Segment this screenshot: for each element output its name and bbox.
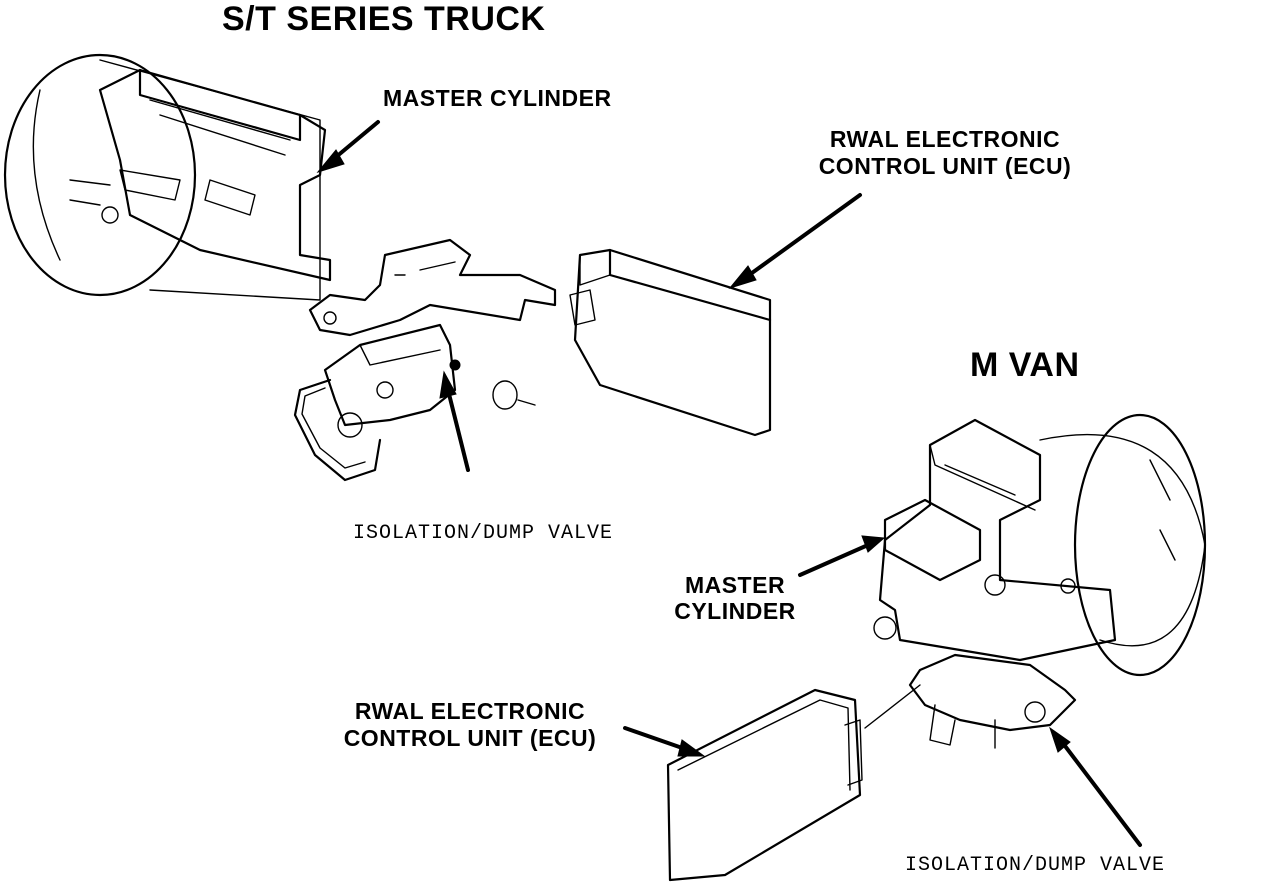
st-ecu-label-line1: RWAL ELECTRONIC [829, 126, 1061, 152]
mvan-ecu [666, 688, 863, 882]
mvan-title: M VAN [970, 346, 1080, 384]
st-valve-label: ISOLATION/DUMP VALVE [353, 522, 614, 545]
mvan-isolation-dump-valve [864, 653, 1077, 749]
mvan-ecu-label: RWAL ELECTRONIC CONTROL UNIT (ECU) [320, 700, 620, 750]
st-master-cylinder [98, 68, 332, 282]
st-isolation-dump-valve [293, 323, 536, 482]
mvan-ecu-label-line1: RWAL ELECTRONIC [354, 698, 586, 724]
st-master-cylinder-arrow [316, 120, 380, 173]
mvan-valve-arrow [1049, 726, 1142, 847]
mvan-ecu-label-line2: CONTROL UNIT (ECU) [343, 725, 597, 751]
st-valve-arrow [439, 370, 470, 472]
st-ecu-label: RWAL ELECTRONIC CONTROL UNIT (ECU) [795, 128, 1095, 178]
st-ecu-arrow [728, 193, 862, 289]
st-mounting-bracket [308, 238, 557, 337]
st-title: S/T SERIES TRUCK [222, 0, 546, 38]
mvan-master-cylinder [873, 418, 1117, 662]
mvan-master-cylinder-label: MASTER CYLINDER [660, 574, 810, 623]
mvan-master-cylinder-label-line2: CYLINDER [674, 598, 796, 624]
mvan-master-cylinder-label-line1: MASTER [684, 572, 786, 598]
mvan-master-cylinder-arrow [798, 535, 886, 577]
mvan-brake-booster [1039, 413, 1207, 677]
st-ecu-label-line2: CONTROL UNIT (ECU) [818, 153, 1072, 179]
st-ecu [569, 248, 772, 437]
st-master-cylinder-label: MASTER CYLINDER [383, 85, 612, 111]
mvan-valve-label: ISOLATION/DUMP VALVE [905, 854, 1166, 877]
mvan-ecu-arrow [623, 726, 706, 757]
